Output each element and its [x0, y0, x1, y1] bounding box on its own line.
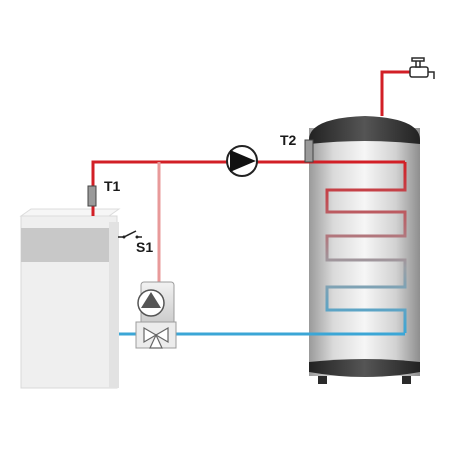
tank-bottom-cap	[309, 359, 420, 377]
water-tap-icon	[409, 57, 435, 79]
boiler	[19, 208, 121, 389]
sensor-t2	[304, 139, 314, 163]
tank-foot-left	[318, 372, 327, 384]
circulation-pump-icon	[226, 145, 258, 177]
sensor-t1	[87, 185, 97, 207]
mixing-pump-icon	[137, 281, 175, 327]
heat-exchanger-coil	[325, 162, 407, 333]
boiler-control-panel	[21, 228, 109, 262]
boiler-side	[109, 222, 119, 388]
label-t1: T1	[104, 178, 121, 194]
tank-foot-right	[402, 372, 411, 384]
hot-water-outlet-pipe	[380, 70, 412, 116]
three-way-valve-icon	[135, 321, 177, 349]
boiler-top	[19, 208, 121, 217]
label-t2: T2	[280, 132, 297, 148]
tank-top-cap	[309, 116, 420, 144]
switch-icon	[118, 230, 142, 239]
label-s1: S1	[136, 239, 153, 255]
